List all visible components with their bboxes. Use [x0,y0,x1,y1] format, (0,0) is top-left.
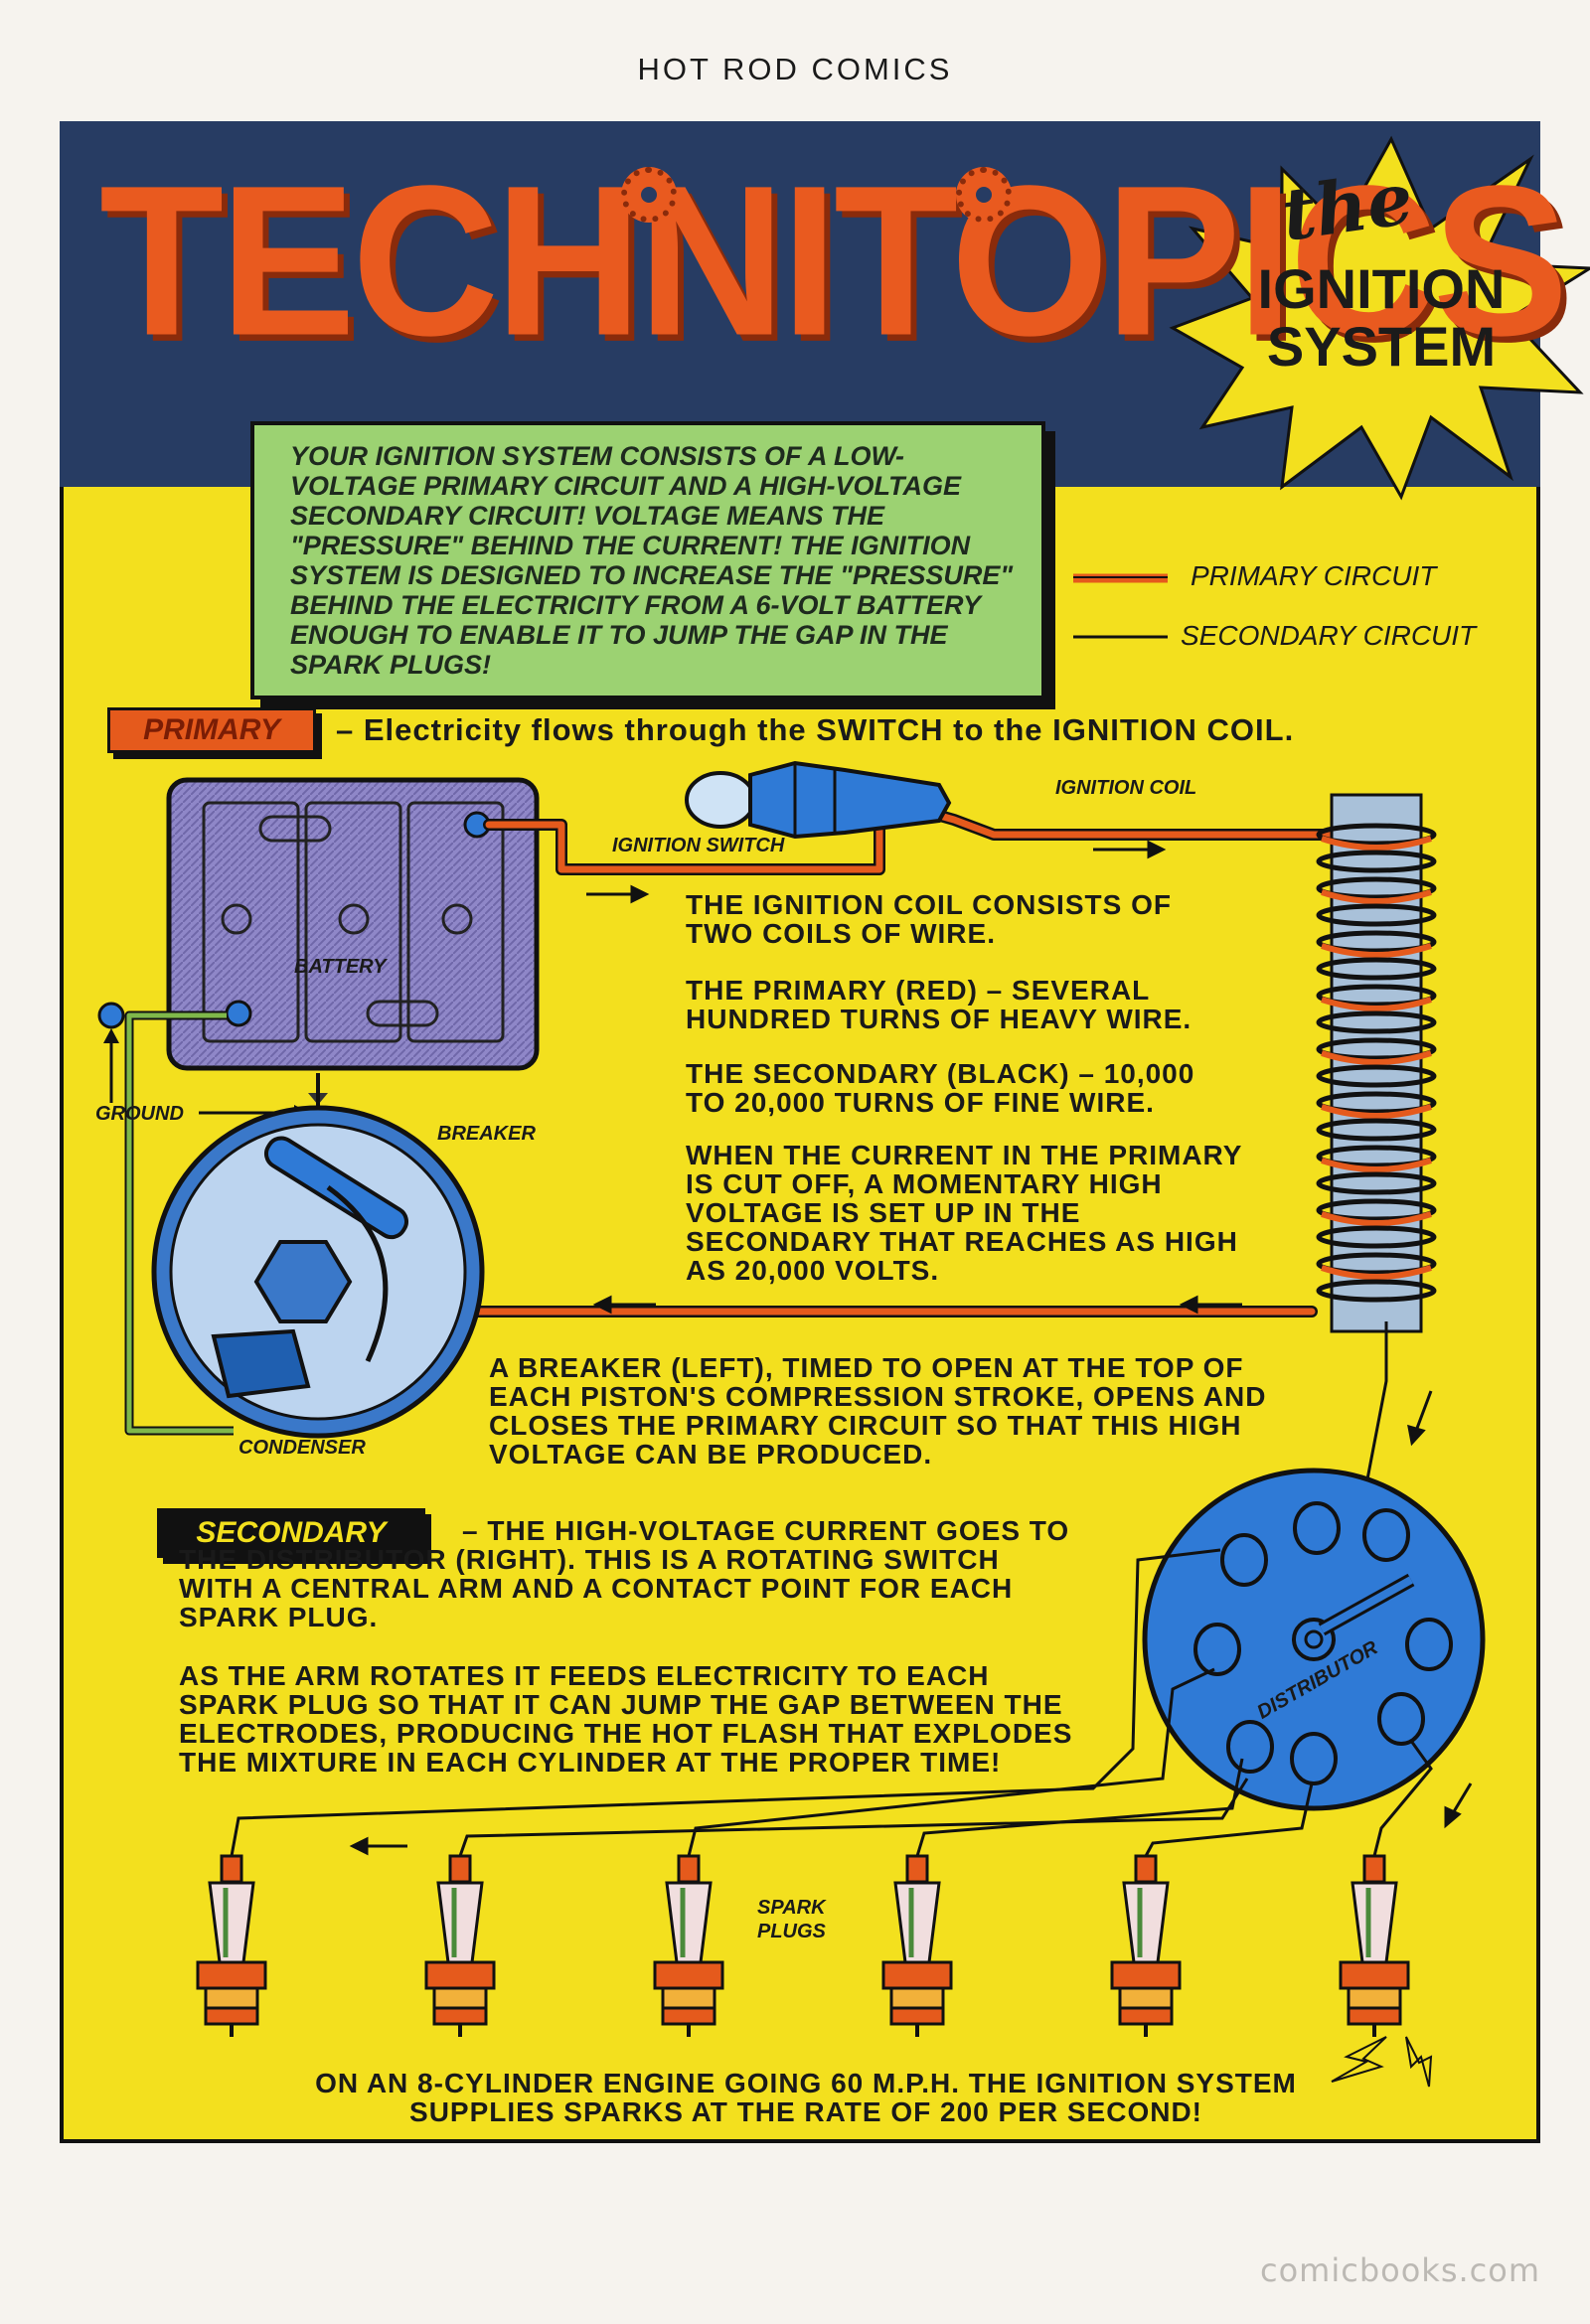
distributor-contact [1290,1732,1338,1785]
ground-wire [97,1002,234,1436]
coil-winding-secondary [1316,1252,1437,1276]
plug-wire [1144,1782,1314,1857]
distributor-contact [1193,1623,1241,1676]
spark-plug [1110,1854,1182,2037]
spark-plugs-label-line2: PLUGS [757,1921,826,1942]
coil-winding-secondary [1316,984,1437,1007]
flow-arrows [349,840,1473,1856]
coil-winding-primary [1321,1158,1432,1172]
coil-text-4: When the current in the primary is cut o… [686,1140,1242,1286]
coil-winding-primary [1321,943,1432,958]
coil-winding-primary [1321,1211,1432,1226]
coil-winding-secondary [1316,1118,1437,1142]
coil-text-1: The ignition coil consists of two coils … [686,889,1172,949]
subtitle-ignition-system: IGNITION SYSTEM [1257,257,1506,378]
spark-plug-wires [230,1548,1433,1857]
coil-winding-primary [1321,889,1432,904]
distributor-contact [1226,1720,1274,1774]
distributor-drawing [1142,1468,1486,1811]
spark-lightning [1331,2036,1433,2088]
spark-plug [881,1854,953,2037]
plug-wire [230,1548,1221,1857]
coil-winding-primary [1321,997,1432,1011]
breaker-text: A BREAKER (left), timed to open at the t… [489,1352,1267,1470]
battery-drawing [166,777,540,1071]
coil-winding-primary [1321,1050,1432,1065]
gear-icon [956,167,1012,223]
battery-label: BATTERY [294,956,387,978]
ignition-coil-label: IGNITION COIL [1055,777,1197,799]
coil-winding-secondary [1316,1225,1437,1249]
plug-wire [687,1667,1215,1857]
coil-winding-secondary [1316,1279,1437,1303]
coil-winding-secondary [1316,1198,1437,1222]
ignition-coil-drawing [1316,793,1437,1333]
distributor-contact [1293,1501,1341,1555]
spark-plugs-label-line1: SPARK [757,1897,826,1919]
coil-winding-secondary [1316,957,1437,981]
gear-icon [621,167,677,223]
watermark: comicbooks.com [1259,2251,1540,2289]
distributor-contact [1377,1692,1425,1746]
breaker-label: BREAKER [437,1123,536,1145]
spark-plugs-label: SPARK PLUGS [757,1896,826,1943]
spark-plug [653,1854,724,2037]
coil-winding-secondary [1316,1091,1437,1115]
ignition-switch-drawing [685,760,952,840]
secondary-tag: SECONDARY [157,1508,425,1558]
distributor-contact [1220,1533,1268,1587]
coil-winding-secondary [1316,850,1437,873]
coil-winding-secondary [1316,1010,1437,1034]
subtitle-the: the [1276,155,1418,257]
intro-text-box: Your ignition system consists of a low-v… [250,421,1045,699]
spark-plug [196,1854,267,2037]
coil-winding-secondary [1316,903,1437,927]
coil-text-3: The SECONDARY (black) – 10,000 to 20,000… [686,1058,1195,1118]
distributor-contact [1405,1618,1453,1671]
coil-winding-secondary [1316,1064,1437,1088]
breaker-assembly-drawing [151,1073,485,1439]
primary-heading: – Electricity flows through the SWITCH t… [336,712,1295,747]
legend-primary-label: PRIMARY CIRCUIT [1191,560,1437,591]
coil-winding-secondary [1316,1171,1437,1195]
publication-header: HOT ROD COMICS [637,52,953,86]
ground-label: GROUND [95,1103,184,1125]
starburst-shape [1169,135,1590,501]
primary-tag: PRIMARY [107,707,316,753]
coil-winding-primary [1321,1104,1432,1119]
coil-winding-secondary [1316,1145,1437,1168]
coil-text-2: The PRIMARY (red) – several hundred turn… [686,975,1192,1034]
condenser-label: CONDENSER [238,1437,366,1459]
coil-winding-primary [1321,1265,1432,1280]
coil-winding-secondary [1316,876,1437,900]
distributor-contact [1362,1508,1410,1562]
spark-plug [424,1854,496,2037]
coil-winding-secondary [1316,823,1437,847]
page-title: TECHNITOPICS [99,141,1568,381]
spark-plug [1339,1854,1410,2037]
coil-winding-secondary [1316,1037,1437,1061]
coil-winding-primary [1321,836,1432,851]
plug-wire [1372,1740,1433,1857]
ignition-switch-label: IGNITION SWITCH [612,835,785,856]
secondary-text-1: – The high-voltage current goes to the D… [179,1515,1070,1632]
plug-wire [458,1778,1249,1857]
coil-winding-secondary [1316,930,1437,954]
secondary-text-2: As the arm rotates it feeds electricity … [179,1660,1073,1778]
footer-fact-text: On an 8-cylinder engine going 60 m.p.h. … [315,2068,1297,2127]
legend-secondary-label: SECONDARY CIRCUIT [1181,620,1477,651]
